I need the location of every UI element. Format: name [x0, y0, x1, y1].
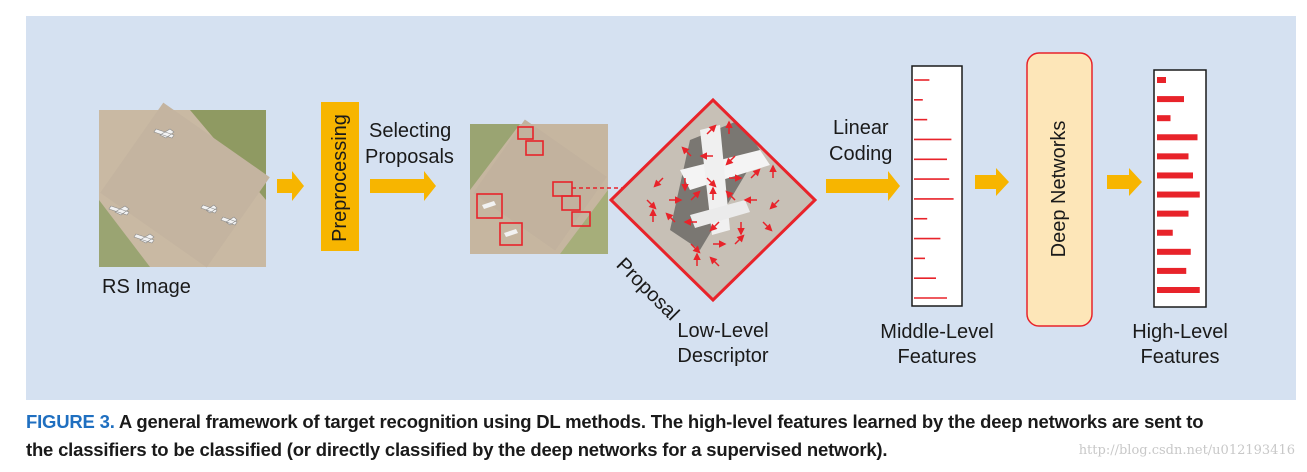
- middle-level-bars: [914, 79, 954, 299]
- high-level-bar: [1157, 287, 1200, 293]
- caption-text-1: A general framework of target recognitio…: [114, 411, 1204, 432]
- gradient-arrow: [681, 146, 692, 157]
- gradient-arrow: [690, 190, 701, 201]
- preprocessing-label: Preprocessing: [329, 114, 351, 242]
- proposals-image: [470, 119, 608, 254]
- high-level-bar: [1157, 172, 1193, 179]
- figure-caption: FIGURE 3. A general framework of target …: [26, 408, 1296, 464]
- middle-level-features-box: [911, 65, 963, 307]
- gradient-arrow: [706, 177, 717, 188]
- high-level-bar: [1157, 267, 1187, 274]
- high-level-bar: [1157, 77, 1166, 83]
- high-level-bar: [1157, 248, 1191, 255]
- low-level-label-2: Descriptor: [677, 345, 769, 367]
- rs-image: [99, 102, 270, 268]
- high-level-features-box: [1153, 69, 1207, 308]
- high-level-bar: [1157, 96, 1184, 103]
- linear-coding-label-2: Coding: [829, 143, 893, 165]
- gradient-arrow: [725, 155, 736, 166]
- deep-networks-label: Deep Networks: [1048, 120, 1070, 258]
- watermark: http://blog.csdn.net/u012193416: [1078, 443, 1295, 458]
- figure-label: FIGURE 3.: [26, 411, 115, 432]
- high-level-label-1: High-Level: [1132, 321, 1228, 343]
- high-level-bars: [1157, 77, 1200, 293]
- flow-arrow-3: [826, 171, 900, 201]
- middle-level-label-2: Features: [897, 346, 977, 368]
- preprocessing-box: [321, 102, 359, 251]
- low-level-label-1: Low-Level: [677, 320, 769, 342]
- gradient-arrow: [725, 190, 736, 201]
- gradient-arrow: [750, 168, 761, 179]
- middle-level-label-1: Middle-Level: [880, 321, 994, 343]
- flow-arrow-1: [277, 171, 304, 201]
- linear-coding-label-1: Linear: [833, 117, 889, 139]
- caption-line-2: the classifiers to be classified (or dir…: [26, 439, 888, 460]
- rs-image-label: RS Image: [102, 276, 191, 298]
- flow-arrow-2: [370, 171, 436, 201]
- selecting-proposals-label-2: Proposals: [365, 146, 454, 168]
- high-level-bar: [1157, 210, 1189, 217]
- gradient-arrow: [653, 177, 664, 188]
- caption-line-1: FIGURE 3. A general framework of target …: [26, 408, 1296, 436]
- gradient-arrow: [706, 124, 717, 135]
- flow-arrow-5: [1107, 168, 1142, 196]
- high-level-bar: [1157, 134, 1198, 141]
- gradient-arrow: [690, 243, 701, 254]
- gradient-arrow: [769, 199, 780, 210]
- selecting-proposals-label-1: Selecting: [369, 120, 452, 142]
- high-level-bar: [1157, 191, 1200, 198]
- gradient-arrow: [762, 221, 773, 232]
- gradient-arrow: [734, 234, 745, 245]
- high-level-bar: [1157, 153, 1189, 160]
- flow-arrow-4: [975, 168, 1009, 196]
- high-level-bar: [1157, 115, 1171, 122]
- gradient-arrow: [646, 199, 657, 210]
- high-level-bar: [1157, 229, 1173, 236]
- high-level-label-2: Features: [1140, 346, 1220, 368]
- deep-networks-box: [1026, 52, 1093, 327]
- gradient-arrow: [709, 256, 720, 267]
- low-level-descriptor-diamond: [608, 97, 818, 303]
- gradient-arrow: [665, 212, 676, 223]
- gradient-arrow: [709, 221, 720, 232]
